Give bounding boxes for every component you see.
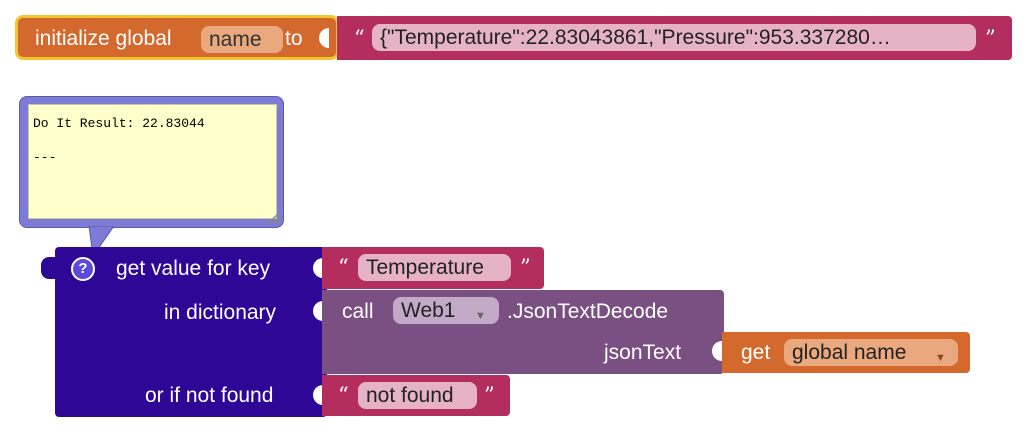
key-close-quote: ” [520, 255, 531, 279]
global-variable-name-field[interactable]: name [201, 26, 283, 53]
resize-grip-icon[interactable] [267, 211, 281, 225]
to-label: to [285, 27, 303, 50]
help-icon[interactable]: ? [71, 257, 95, 281]
method-name-label: .JsonTextDecode [507, 300, 669, 323]
call-label: call [342, 300, 374, 323]
do-it-result-comment[interactable]: Do It Result: 22.83044 --- [19, 96, 284, 228]
or-if-not-found-label: or if not found [145, 384, 274, 407]
comment-separator-line: --- [33, 150, 57, 165]
variable-name: global name [792, 341, 907, 364]
json-string-block[interactable]: “ {"Temperature":22.83043861,"Pressure":… [337, 16, 1012, 60]
open-quote: “ [354, 26, 365, 50]
output-plug [41, 257, 55, 279]
initialize-global-label: initialize global [35, 27, 172, 50]
get-global-name-block[interactable]: get global name ▼ [722, 332, 970, 373]
not-found-open-quote: “ [338, 383, 349, 407]
variable-dropdown[interactable]: global name ▼ [784, 339, 958, 366]
in-dictionary-label: in dictionary [164, 301, 277, 324]
component-name: Web1 [401, 299, 456, 322]
key-string-block[interactable]: “ Temperature ” [322, 247, 544, 289]
not-found-string-block[interactable]: “ not found ” [322, 375, 510, 416]
component-dropdown[interactable]: Web1 ▼ [393, 297, 499, 324]
key-string-field[interactable]: Temperature [358, 254, 511, 281]
close-quote: ” [985, 26, 996, 50]
json-text-decode-call-block[interactable]: call Web1 ▼ .JsonTextDecode jsonText [322, 290, 724, 374]
get-value-for-key-block[interactable]: ? get value for key in dictionary or if … [41, 247, 327, 417]
key-open-quote: “ [338, 255, 349, 279]
not-found-string-field[interactable]: not found [358, 382, 477, 409]
get-label: get [741, 341, 771, 364]
value-socket-notch [319, 28, 329, 48]
json-string-field[interactable]: {"Temperature":22.83043861,"Pressure":95… [372, 24, 976, 51]
comment-result-line: Do It Result: 22.83044 [33, 116, 205, 131]
initialize-global-block[interactable]: initialize global name to [15, 15, 339, 60]
get-value-for-key-label: get value for key [116, 257, 271, 280]
dropdown-arrow-icon: ▼ [475, 310, 486, 322]
not-found-close-quote: ” [484, 383, 495, 407]
variable-dropdown-arrow-icon: ▼ [935, 352, 946, 364]
comment-text-area[interactable]: Do It Result: 22.83044 --- [28, 104, 277, 219]
json-text-param-label: jsonText [604, 341, 682, 364]
json-text-socket-notch [712, 341, 724, 361]
